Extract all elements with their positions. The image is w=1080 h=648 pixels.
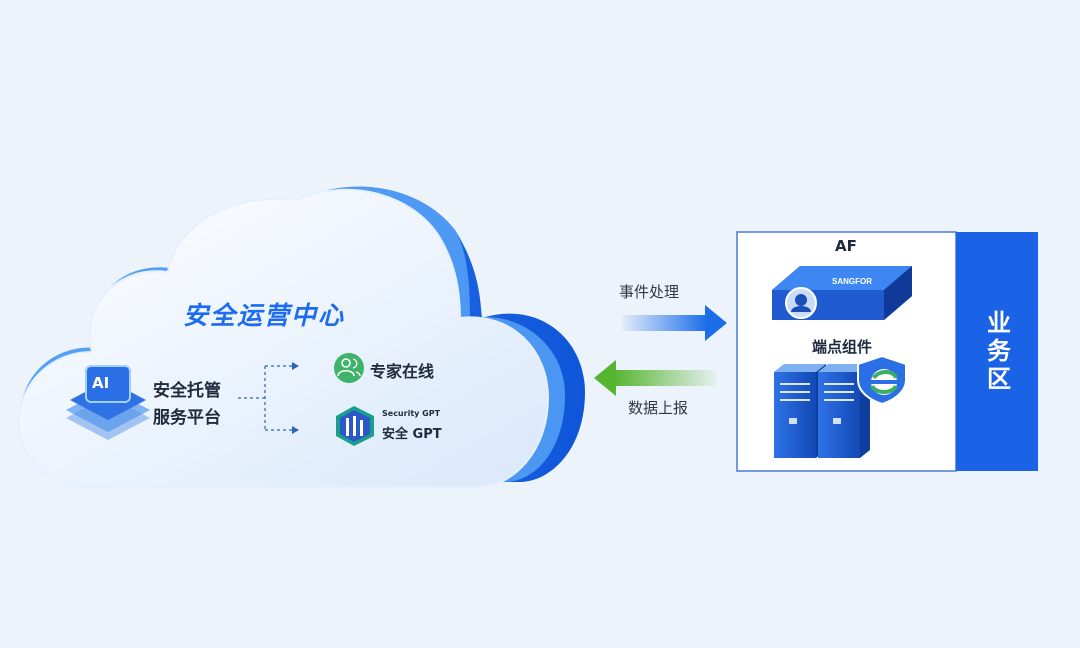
security-gpt-logo-icon: [336, 406, 374, 446]
af-label: AF: [835, 237, 857, 255]
expert-online-label: 专家在线: [370, 362, 435, 381]
platform-label-line1: 安全托管: [153, 381, 221, 401]
data-report-arrow: [594, 360, 716, 396]
event-handling-arrow: [622, 305, 727, 341]
sangfor-brand: SANGFOR: [832, 277, 872, 286]
server-rack-icon: [774, 364, 870, 458]
security-gpt-small-label: Security GPT: [382, 409, 441, 418]
cloud-title: 安全运营中心: [183, 301, 346, 330]
ai-chip-icon: [66, 365, 150, 440]
business-zone-label: 业务区: [982, 309, 1011, 394]
endpoint-component-label: 端点组件: [812, 338, 873, 356]
business-zone-bar: 业务区: [956, 232, 1038, 471]
platform-label-line2: 服务平台: [153, 408, 221, 428]
users-icon: [334, 353, 364, 383]
ai-badge: AI: [92, 374, 110, 392]
data-report-label: 数据上报: [628, 399, 689, 417]
security-gpt-label: 安全 GPT: [382, 427, 442, 442]
endpoint-shield-icon: [857, 354, 907, 406]
platform-connectors: [238, 365, 292, 431]
event-handling-label: 事件处理: [619, 283, 680, 301]
cloud-shape: [17, 188, 550, 488]
af-appliance-icon: SANGFOR: [772, 266, 912, 320]
